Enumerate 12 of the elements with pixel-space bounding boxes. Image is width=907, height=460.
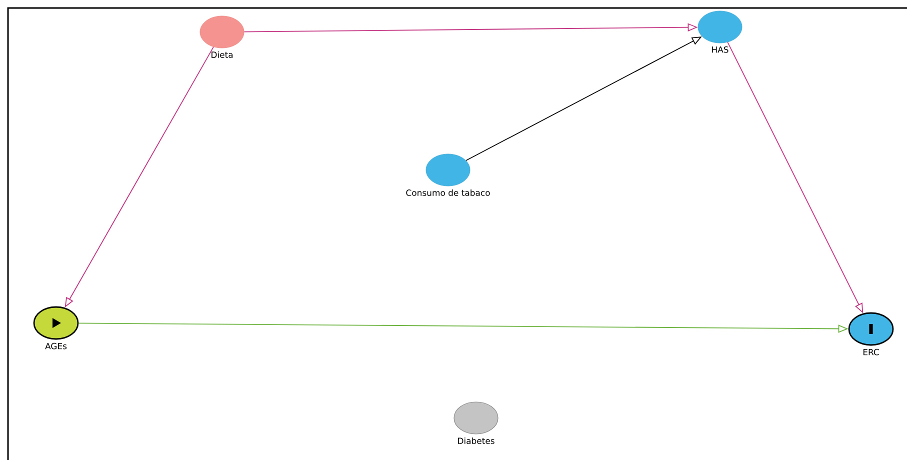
node-label: Dieta — [212, 51, 233, 58]
variable-node: Consumo de tabaco — [406, 154, 490, 196]
node-label: HAS — [712, 46, 728, 53]
variable-node: Diabetes — [454, 402, 498, 444]
variable-node: Dieta — [200, 16, 244, 58]
variable-node: AGEs — [33, 306, 79, 350]
node-label: AGEs — [45, 342, 67, 350]
variable-node: HAS — [698, 10, 742, 53]
variable-node: ERC — [848, 312, 894, 356]
node-label: ERC — [863, 348, 879, 356]
node-label: Consumo de tabaco — [406, 189, 490, 196]
node-label: Diabetes — [458, 437, 494, 444]
